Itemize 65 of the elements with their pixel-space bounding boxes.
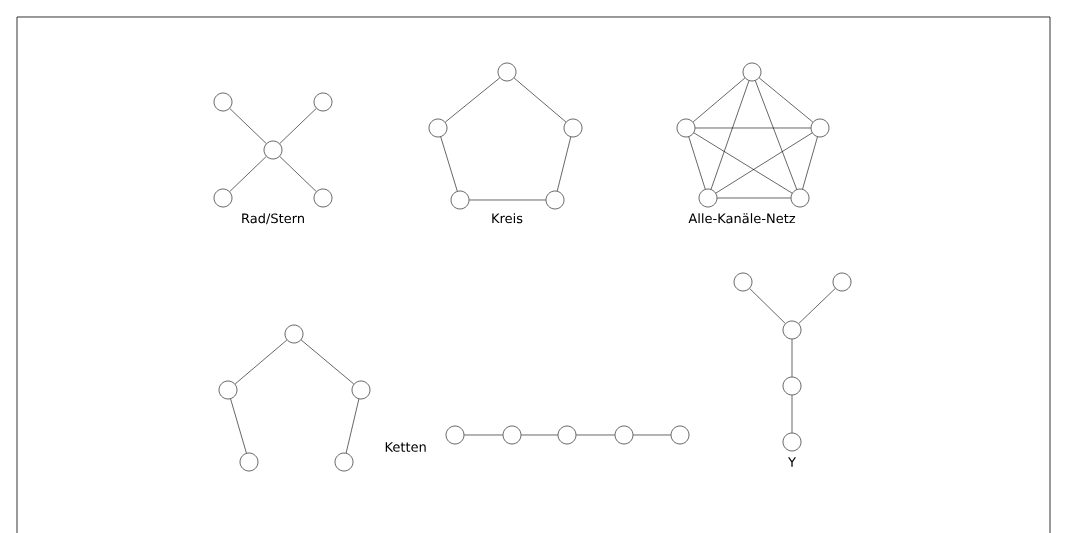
node-circle	[497, 62, 517, 82]
connector-line	[791, 395, 793, 433]
connector-line	[230, 398, 247, 454]
node-circle	[545, 190, 565, 210]
connector-line	[279, 108, 317, 144]
node-circle	[790, 188, 810, 208]
connector-line	[556, 136, 572, 192]
connector-line	[791, 339, 793, 377]
connector-line	[717, 197, 791, 199]
connector-line	[229, 108, 267, 144]
connector-line	[469, 199, 546, 201]
node-circle	[832, 272, 852, 292]
connector-line	[300, 339, 355, 385]
node-circle	[782, 432, 802, 452]
node-circle	[698, 188, 718, 208]
node-circle	[670, 425, 690, 445]
graph-label: Rad/Stern	[242, 213, 304, 225]
node-circle	[782, 376, 802, 396]
connector-line	[715, 132, 813, 194]
connector-line	[758, 77, 814, 123]
node-circle	[239, 452, 259, 472]
node-circle	[810, 118, 830, 138]
node-circle	[502, 425, 522, 445]
node-circle	[313, 92, 333, 112]
node-circle	[733, 272, 753, 292]
node-circle	[284, 324, 304, 344]
node-circle	[676, 118, 696, 138]
node-circle	[213, 92, 233, 112]
connector-line	[440, 136, 458, 192]
connector-line	[692, 77, 746, 123]
connector-line	[688, 136, 706, 190]
node-circle	[213, 188, 233, 208]
node-circle	[742, 62, 762, 82]
node-circle	[614, 425, 634, 445]
connector-line	[444, 77, 501, 123]
node-circle	[557, 425, 577, 445]
connector-line	[464, 434, 503, 436]
graph-label: Alle-Kanäle-Netz	[688, 213, 796, 224]
connector-line	[234, 339, 288, 385]
connector-line	[576, 434, 615, 436]
connector-line	[802, 136, 818, 190]
connector-line	[755, 80, 797, 190]
graph-label: Kreis	[492, 213, 523, 224]
connector-line	[279, 156, 317, 192]
connector-line	[695, 127, 811, 129]
connector-line	[710, 80, 750, 190]
connector-line	[633, 434, 671, 436]
node-circle	[428, 118, 448, 138]
node-circle	[313, 188, 333, 208]
node-circle	[450, 190, 470, 210]
node-circle	[334, 452, 354, 472]
node-circle	[351, 380, 371, 400]
node-circle	[263, 140, 283, 160]
graph-label: Ketten	[385, 442, 426, 452]
connector-line	[693, 132, 793, 194]
connector-line	[798, 288, 836, 324]
connector-line	[229, 156, 267, 192]
node-circle	[445, 425, 465, 445]
connector-line	[513, 77, 567, 123]
connector-line	[749, 288, 786, 324]
connector-line	[521, 434, 558, 436]
node-circle	[563, 118, 583, 138]
node-circle	[218, 380, 238, 400]
connector-line	[345, 398, 360, 454]
node-circle	[782, 320, 802, 340]
